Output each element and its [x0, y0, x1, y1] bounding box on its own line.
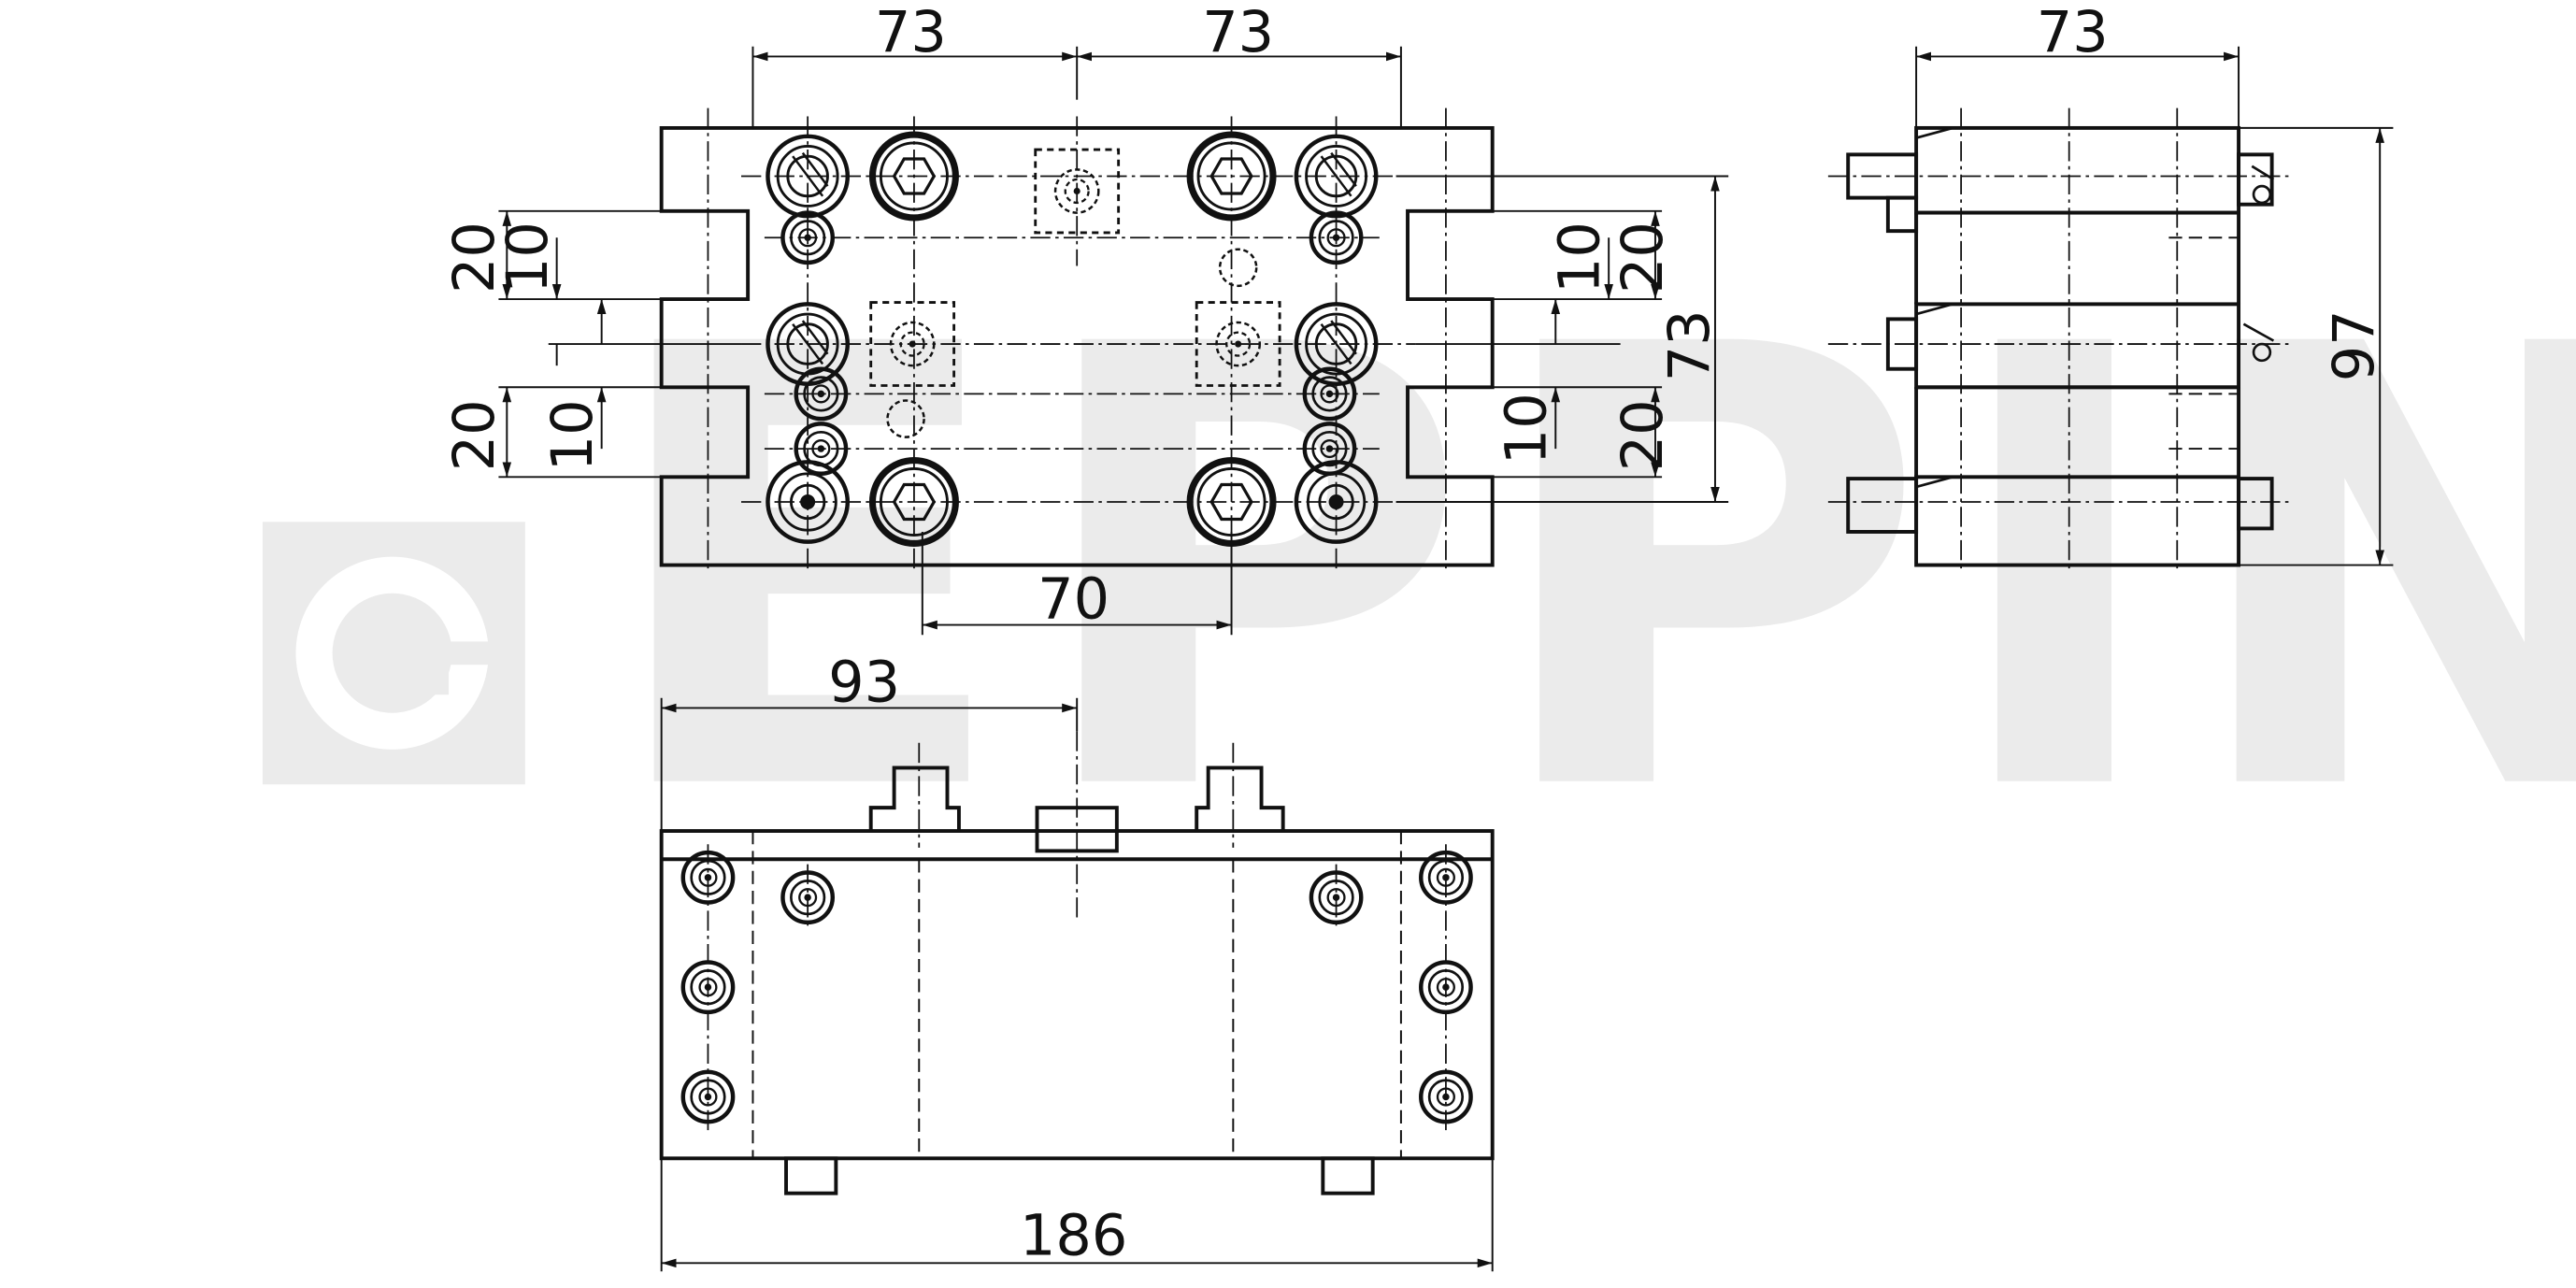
dim-top-right: 73 — [1202, 0, 1274, 65]
bottom-right-hole — [1294, 460, 1379, 544]
front-bolt — [1311, 872, 1361, 922]
dim-plan-93: 93 — [828, 650, 900, 715]
front-bolt — [683, 962, 733, 1011]
front-bolt — [1421, 1072, 1470, 1122]
front-bolt — [683, 852, 733, 902]
dim-right-20-upper: 20 — [1610, 222, 1676, 293]
side-view — [1827, 46, 2394, 574]
dim-left-20-lower: 20 — [442, 399, 508, 471]
small-bolt — [1305, 369, 1354, 419]
small-bolt — [782, 213, 832, 263]
dim-side-height: 97 — [2322, 309, 2387, 381]
front-bolt — [683, 1072, 733, 1122]
top-view — [498, 46, 1729, 636]
front-view — [659, 697, 1495, 1272]
front-bolt — [782, 872, 832, 922]
small-bolt — [796, 369, 846, 419]
watermark-logo — [262, 522, 525, 785]
bottom-left-hole — [766, 460, 851, 544]
small-bolt — [1311, 213, 1361, 263]
dim-side-top: 73 — [2037, 0, 2109, 65]
small-bolt — [1305, 423, 1354, 473]
dim-bottom-70: 70 — [1038, 566, 1109, 632]
dim-right-20-lower: 20 — [1610, 399, 1676, 471]
watermark-text: EPPINGER — [598, 220, 2576, 925]
dim-left-20-upper: 20 — [442, 222, 508, 293]
top-view-outline — [659, 125, 1495, 567]
dim-top-left: 73 — [875, 0, 947, 65]
dim-left-10-upper: 10 — [495, 222, 561, 293]
dim-left-10-lower: 10 — [540, 399, 606, 471]
front-bolt — [1421, 962, 1470, 1011]
dim-plan-186: 186 — [1020, 1203, 1127, 1268]
dim-right-10-lower: 10 — [1495, 393, 1560, 465]
dim-right-10-upper: 10 — [1547, 222, 1612, 293]
front-bolt — [1421, 852, 1470, 902]
dim-front-height: 73 — [1657, 309, 1723, 381]
